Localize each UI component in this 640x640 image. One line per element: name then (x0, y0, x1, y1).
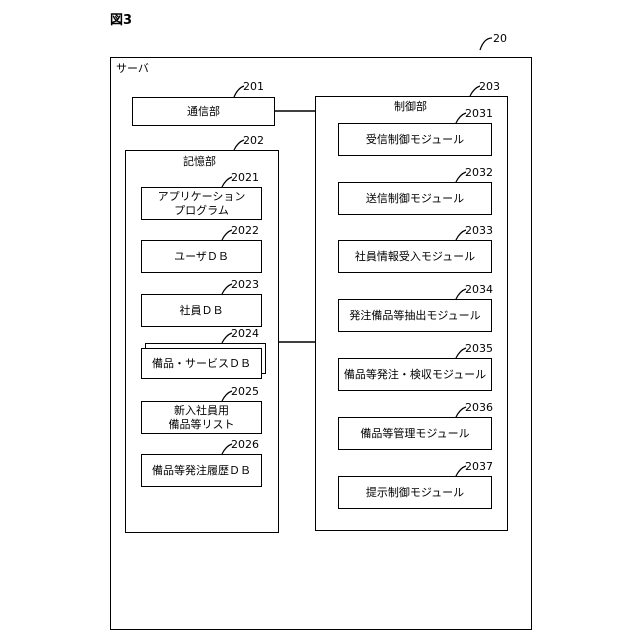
communication-unit-box: 通信部 (132, 97, 275, 126)
control-unit-label: 制御部 (394, 100, 427, 113)
control-module-label: 備品等発注・検収モジュール (344, 368, 486, 382)
storage-item-application-program: アプリケーション プログラム (141, 187, 262, 220)
storage-item-label: アプリケーション プログラム (158, 190, 246, 218)
storage-item-label: ユーザＤＢ (174, 250, 229, 264)
storage-unit-label: 記憶部 (183, 155, 216, 168)
communication-unit-label: 通信部 (187, 105, 220, 119)
control-module-label: 提示制御モジュール (366, 486, 464, 500)
communication-unit-ref: 201 (243, 80, 264, 93)
storage-item-label: 社員ＤＢ (180, 304, 224, 318)
control-unit-ref: 203 (479, 80, 500, 93)
control-module-ref: 2033 (465, 224, 493, 237)
control-module-label: 送信制御モジュール (366, 192, 464, 206)
storage-item-equipment-service-db: 備品・サービスＤＢ (141, 348, 262, 379)
storage-item-new-employee-equipment-list: 新入社員用 備品等リスト (141, 401, 262, 434)
control-module-ref: 2035 (465, 342, 493, 355)
control-module-label: 備品等管理モジュール (360, 427, 469, 441)
storage-item-ref: 2023 (231, 278, 259, 291)
control-module-send: 送信制御モジュール (338, 182, 492, 215)
storage-item-employee-db: 社員ＤＢ (141, 294, 262, 327)
control-module-order-extraction: 発注備品等抽出モジュール (338, 299, 492, 332)
control-module-order-inspection: 備品等発注・検収モジュール (338, 358, 492, 391)
control-module-ref: 2034 (465, 283, 493, 296)
control-module-presentation: 提示制御モジュール (338, 476, 492, 509)
control-module-label: 発注備品等抽出モジュール (349, 309, 480, 323)
control-module-label: 社員情報受入モジュール (355, 250, 475, 264)
storage-item-user-db: ユーザＤＢ (141, 240, 262, 273)
storage-item-label: 備品等発注履歴ＤＢ (152, 464, 251, 478)
storage-item-order-history-db: 備品等発注履歴ＤＢ (141, 454, 262, 487)
storage-item-ref: 2021 (231, 171, 259, 184)
storage-item-label: 新入社員用 備品等リスト (169, 404, 235, 432)
storage-item-ref: 2025 (231, 385, 259, 398)
storage-unit-ref: 202 (243, 134, 264, 147)
server-ref: 20 (493, 32, 507, 45)
storage-item-ref: 2024 (231, 327, 259, 340)
leader-20 (480, 38, 492, 50)
control-module-ref: 2036 (465, 401, 493, 414)
server-label: サーバ (116, 62, 149, 75)
storage-item-ref: 2026 (231, 438, 259, 451)
control-module-receive: 受信制御モジュール (338, 123, 492, 156)
control-module-ref: 2032 (465, 166, 493, 179)
control-module-label: 受信制御モジュール (366, 133, 464, 147)
control-module-ref: 2037 (465, 460, 493, 473)
control-module-employee-intake: 社員情報受入モジュール (338, 240, 492, 273)
control-module-ref: 2031 (465, 107, 493, 120)
storage-item-label: 備品・サービスＤＢ (152, 357, 251, 371)
storage-item-ref: 2022 (231, 224, 259, 237)
control-module-equipment-management: 備品等管理モジュール (338, 417, 492, 450)
